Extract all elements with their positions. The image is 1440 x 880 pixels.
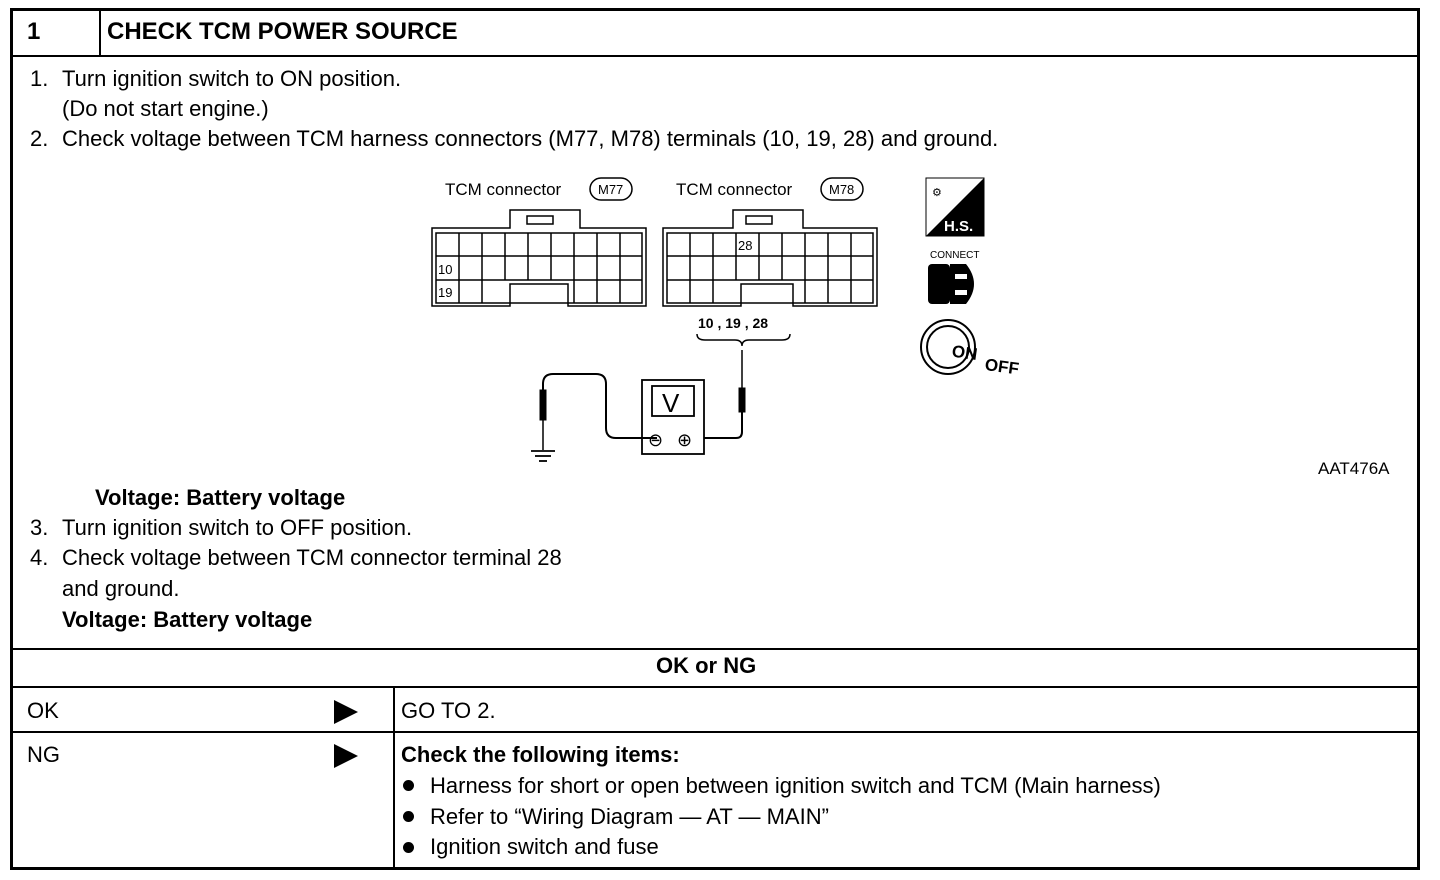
ok-arrow-icon	[334, 700, 358, 724]
voltage-spec-2: Voltage: Battery voltage	[62, 607, 313, 632]
connector-m78-label: TCM connector	[676, 180, 793, 199]
voltmeter-minus: ⊖	[648, 430, 663, 450]
ok-ng-heading: OK or NG	[656, 653, 757, 678]
ignition-switch-icon	[920, 319, 976, 375]
terminal-19-label: 19	[438, 285, 452, 300]
ok-action: GO TO 2.	[401, 698, 496, 723]
connector-m77-id: M77	[598, 182, 623, 197]
header-cell-divider	[99, 8, 101, 56]
header-divider	[10, 55, 1420, 57]
connect-icon	[928, 264, 974, 304]
ng-heading: Check the following items:	[401, 742, 680, 767]
step-4-number: 4.	[30, 545, 49, 570]
figure-code: AAT476A	[1318, 459, 1390, 478]
step-4-text: Check voltage between TCM connector term…	[62, 545, 562, 570]
step-1-text: Turn ignition switch to ON position.	[62, 66, 402, 91]
terminal-28-label: 28	[738, 238, 752, 253]
step-1-number: 1.	[30, 66, 49, 91]
voltage-spec-1: Voltage: Battery voltage	[95, 485, 346, 510]
step-3-number: 3.	[30, 515, 49, 540]
voltmeter-plus: ⊕	[677, 430, 692, 450]
ng-bullet-icon	[403, 811, 414, 822]
results-top-divider	[10, 686, 1420, 688]
ng-label: NG	[27, 742, 60, 767]
voltmeter-symbol: V	[662, 388, 680, 418]
voltmeter	[641, 379, 705, 455]
step-number: 1	[27, 18, 41, 45]
connector-m77-badge	[589, 177, 633, 201]
connect-icon-text: CONNECT	[930, 250, 979, 261]
step-3-text: Turn ignition switch to OFF position.	[62, 515, 413, 540]
connector-m78-id: M78	[829, 182, 854, 197]
connector-m77	[431, 209, 647, 307]
connector-m78-badge	[820, 177, 864, 201]
ng-item-3: Ignition switch and fuse	[430, 834, 659, 859]
ng-arrow-icon	[334, 744, 358, 768]
ok-ng-top-divider	[10, 648, 1420, 650]
terminal-10-label: 10	[438, 262, 452, 277]
page-title: CHECK TCM POWER SOURCE	[107, 18, 458, 45]
ignition-on-label: ON	[951, 342, 979, 364]
ok-label: OK	[27, 698, 59, 723]
step-4-text-cont: and ground.	[62, 576, 180, 601]
hot-stamp-icon: ⚙	[925, 177, 985, 237]
negative-probe	[531, 373, 657, 462]
connector-m77-label: TCM connector	[445, 180, 562, 199]
ng-item-2: Refer to “Wiring Diagram — AT — MAIN”	[430, 804, 829, 829]
ng-bullet-icon	[403, 780, 414, 791]
probe-bracket	[696, 333, 791, 347]
ng-item-1: Harness for short or open between igniti…	[430, 773, 1161, 798]
probe-terminals-label: 10 , 19 , 28	[698, 315, 768, 331]
results-middle-divider	[10, 731, 1420, 733]
ng-bullet-icon	[403, 842, 414, 853]
results-column-divider	[393, 686, 395, 870]
connector-m78	[662, 209, 878, 307]
step-1-note: (Do not start engine.)	[62, 96, 269, 121]
step-2-number: 2.	[30, 126, 49, 151]
procedure-table	[10, 8, 1420, 870]
svg-text:⚙: ⚙	[932, 187, 942, 199]
positive-probe	[704, 350, 746, 439]
hot-stamp-icon-text: H.S.	[944, 218, 973, 235]
ignition-off-label: OFF	[984, 355, 1020, 379]
step-2-text: Check voltage between TCM harness connec…	[62, 126, 999, 151]
